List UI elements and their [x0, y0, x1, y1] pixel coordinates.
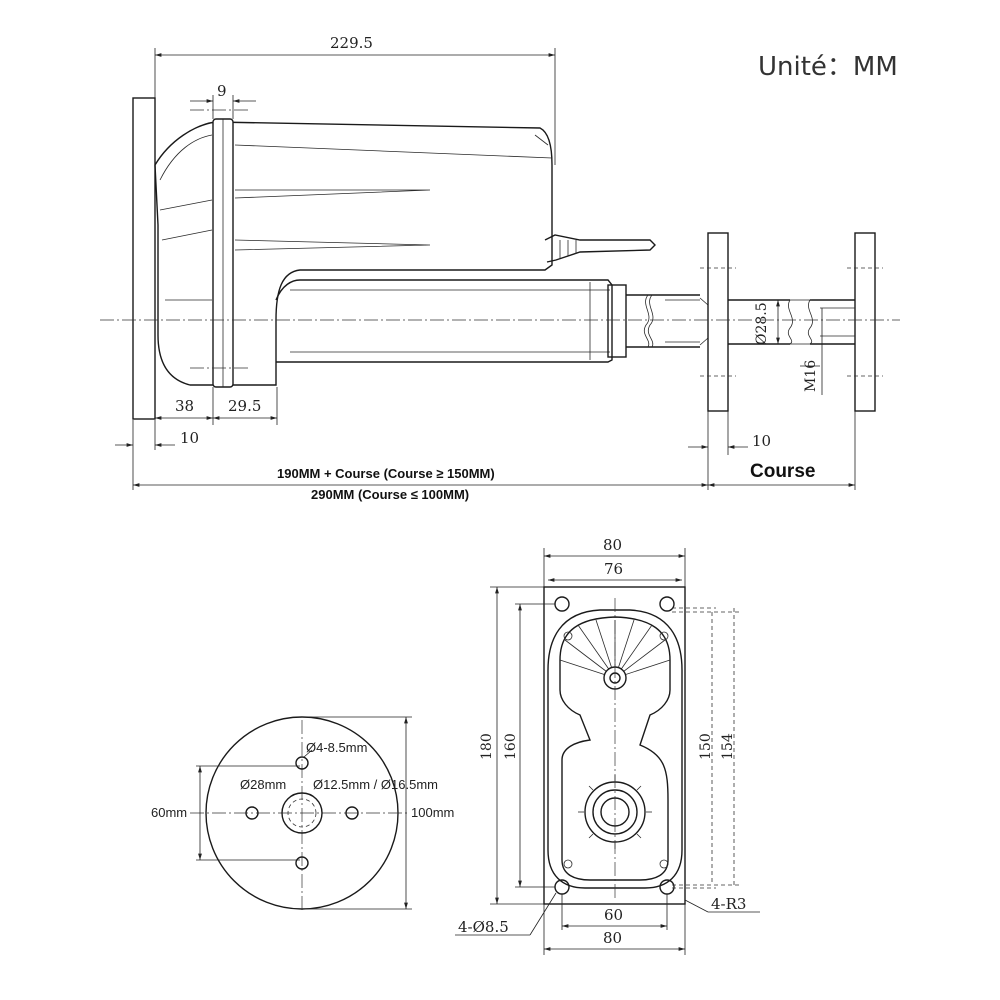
dim-10-right: 10	[752, 432, 771, 450]
mount-hole-top-left	[554, 596, 570, 612]
tube-end-cap	[607, 284, 627, 358]
rod-end-flange-right	[854, 232, 876, 412]
dim-rod-diameter: Ø28.5	[754, 302, 770, 345]
mount-plate-outline	[543, 586, 686, 905]
gear-cavity	[559, 616, 671, 881]
motor-housing	[154, 121, 553, 386]
dim-width-80-bottom: 80	[603, 929, 622, 947]
length-formula-long-stroke: 190MM + Course (Course ≥ 150MM)	[277, 466, 495, 481]
length-formula-short-stroke: 290MM (Course ≤ 100MM)	[311, 487, 469, 502]
bolt-hole-bottom	[295, 856, 309, 870]
dim-thread-size: M16	[803, 360, 819, 392]
housing-outline	[547, 609, 683, 889]
bore-diameter-label: Ø12.5mm / Ø16.5mm	[313, 777, 438, 792]
bolt-hole-right	[345, 806, 359, 820]
mount-hole-top-right	[659, 596, 675, 612]
rod-end-flange-left	[707, 232, 729, 412]
side-view: 229.5 9 38 29.5 10 10 Ø28.5 M16	[100, 34, 900, 502]
bolt-hole-left	[245, 806, 259, 820]
end-view: 80 76 180 160 150 154 60 80 4-Ø8.5	[455, 536, 760, 955]
dim-height-180: 180	[479, 733, 495, 760]
dim-100mm: 100mm	[411, 805, 454, 820]
power-cable	[544, 234, 656, 263]
unit-label: Unité：MM	[758, 52, 898, 82]
dim-10-left: 10	[180, 429, 199, 447]
dim-total-length: 229.5	[330, 34, 373, 52]
dim-height-154: 154	[720, 733, 736, 760]
corner-radius-label: 4-R3	[711, 895, 746, 913]
dim-height-150: 150	[698, 733, 714, 760]
dim-width-76: 76	[604, 560, 623, 578]
mount-holes-label: 4-Ø8.5	[458, 918, 509, 936]
bolt-hole-top	[295, 756, 309, 770]
dim-38: 38	[175, 397, 194, 415]
dim-width-80-top: 80	[603, 536, 622, 554]
course-label: Course	[750, 461, 815, 482]
dim-29-5: 29.5	[228, 397, 261, 415]
inner-rod	[626, 294, 700, 348]
outer-tube	[275, 279, 613, 363]
dim-60mm: 60mm	[151, 805, 187, 820]
flange-view: 60mm 100mm Ø4-8.5mm Ø28mm Ø12.5mm / Ø16.…	[151, 716, 454, 910]
dim-hole-spacing-60: 60	[604, 906, 623, 924]
dim-height-160: 160	[503, 733, 519, 760]
center-bore-inner	[287, 798, 317, 828]
center-bore-outer	[281, 792, 323, 834]
rear-mount-plate	[132, 97, 156, 420]
center-diameter-label: Ø28mm	[240, 777, 286, 792]
bolt-hole-label: Ø4-8.5mm	[306, 740, 367, 755]
dim-flange-width: 9	[217, 82, 227, 100]
